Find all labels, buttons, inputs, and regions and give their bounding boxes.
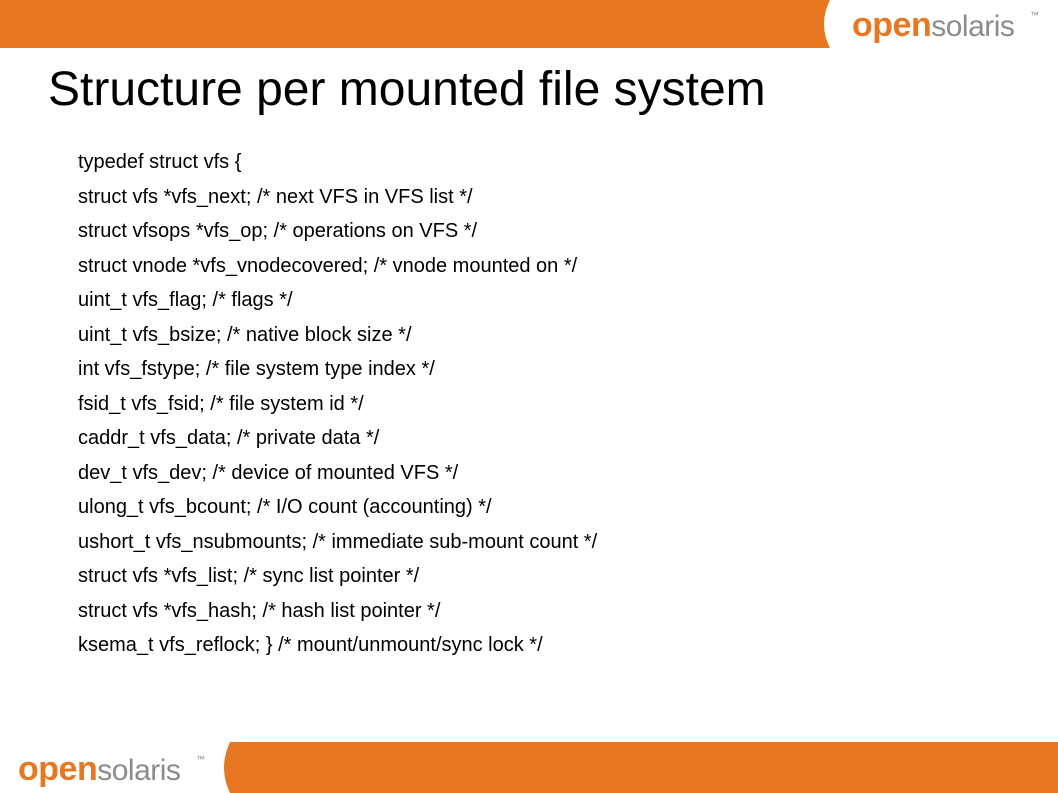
code-line: typedef struct vfs { xyxy=(78,151,242,173)
logo-open-bottom: open xyxy=(18,750,97,788)
logo-solaris-top: solaris xyxy=(931,10,1014,43)
slide-title: Structure per mounted file system xyxy=(48,63,766,116)
header-orange-bar xyxy=(0,0,830,48)
opensolaris-logo-top: opensolaris ™ xyxy=(852,6,1039,44)
code-line: ulong_t vfs_bcount; /* I/O count (accoun… xyxy=(78,496,492,518)
logo-trademark-top: ™ xyxy=(1030,10,1039,20)
code-line: struct vfsops *vfs_op; /* operations on … xyxy=(78,220,478,242)
logo-open-top: open xyxy=(852,6,931,44)
code-line: int vfs_fstype; /* file system type inde… xyxy=(78,358,435,380)
code-line: ushort_t vfs_nsubmounts; /* immediate su… xyxy=(78,530,598,553)
code-line: struct vfs *vfs_next; /* next VFS in VFS… xyxy=(78,185,473,208)
logo-trademark-bottom: ™ xyxy=(196,754,205,764)
struct-definition: typedef struct vfs { struct vfs *vfs_nex… xyxy=(78,145,597,663)
code-line: uint_t vfs_bsize; /* native block size *… xyxy=(78,323,412,346)
logo-solaris-bottom: solaris xyxy=(97,754,180,787)
code-line: dev_t vfs_dev; /* device of mounted VFS … xyxy=(78,461,459,484)
code-line: ksema_t vfs_reflock; } /* mount/unmount/… xyxy=(78,634,543,656)
svg-text:opensolaris: opensolaris xyxy=(18,750,180,788)
header-band: opensolaris ™ xyxy=(0,0,1039,48)
code-line: struct vfs *vfs_hash; /* hash list point… xyxy=(78,599,441,622)
footer-band: opensolaris ™ xyxy=(18,742,1058,793)
footer-orange-bar xyxy=(224,742,1058,793)
svg-text:opensolaris: opensolaris xyxy=(852,6,1014,44)
code-line: fsid_t vfs_fsid; /* file system id */ xyxy=(78,392,364,415)
code-line: struct vnode *vfs_vnodecovered; /* vnode… xyxy=(78,254,578,277)
opensolaris-logo-bottom: opensolaris ™ xyxy=(18,750,205,788)
code-line: struct vfs *vfs_list; /* sync list point… xyxy=(78,565,420,587)
code-line: caddr_t vfs_data; /* private data */ xyxy=(78,427,380,449)
code-line: uint_t vfs_flag; /* flags */ xyxy=(78,289,293,311)
